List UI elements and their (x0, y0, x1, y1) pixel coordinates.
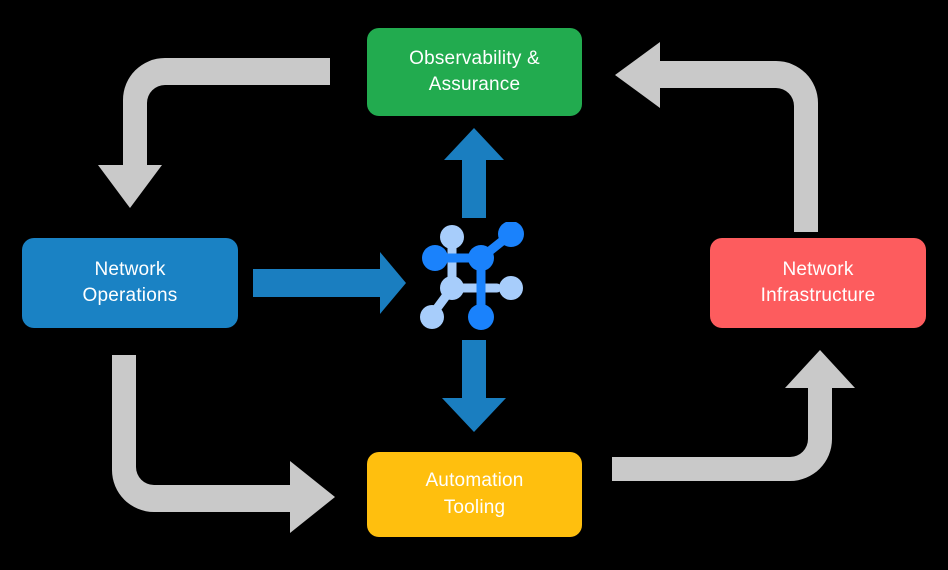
arrow-operations-to-center (253, 252, 406, 314)
arrow-observability-to-operations (98, 58, 330, 208)
arrow-infrastructure-to-observability (615, 42, 818, 232)
network-graph-icon (419, 221, 531, 334)
arrow-operations-to-automation (112, 355, 335, 533)
arrow-center-to-observability (444, 128, 504, 218)
node-network-infrastructure[interactable]: Network Infrastructure (710, 238, 926, 328)
node-automation-tooling[interactable]: Automation Tooling (367, 452, 582, 537)
arrow-automation-to-infrastructure (612, 350, 855, 481)
node-observability-assurance[interactable]: Observability & Assurance (367, 28, 582, 116)
arrow-center-to-automation (442, 340, 506, 432)
node-automation-tooling-label: Automation Tooling (425, 470, 524, 518)
node-network-infrastructure-label: Network Infrastructure (760, 258, 876, 306)
node-network-operations[interactable]: Network Operations (22, 238, 238, 328)
node-observability-label: Observability & Assurance (409, 47, 540, 95)
node-network-operations-label: Network Operations (82, 258, 178, 306)
